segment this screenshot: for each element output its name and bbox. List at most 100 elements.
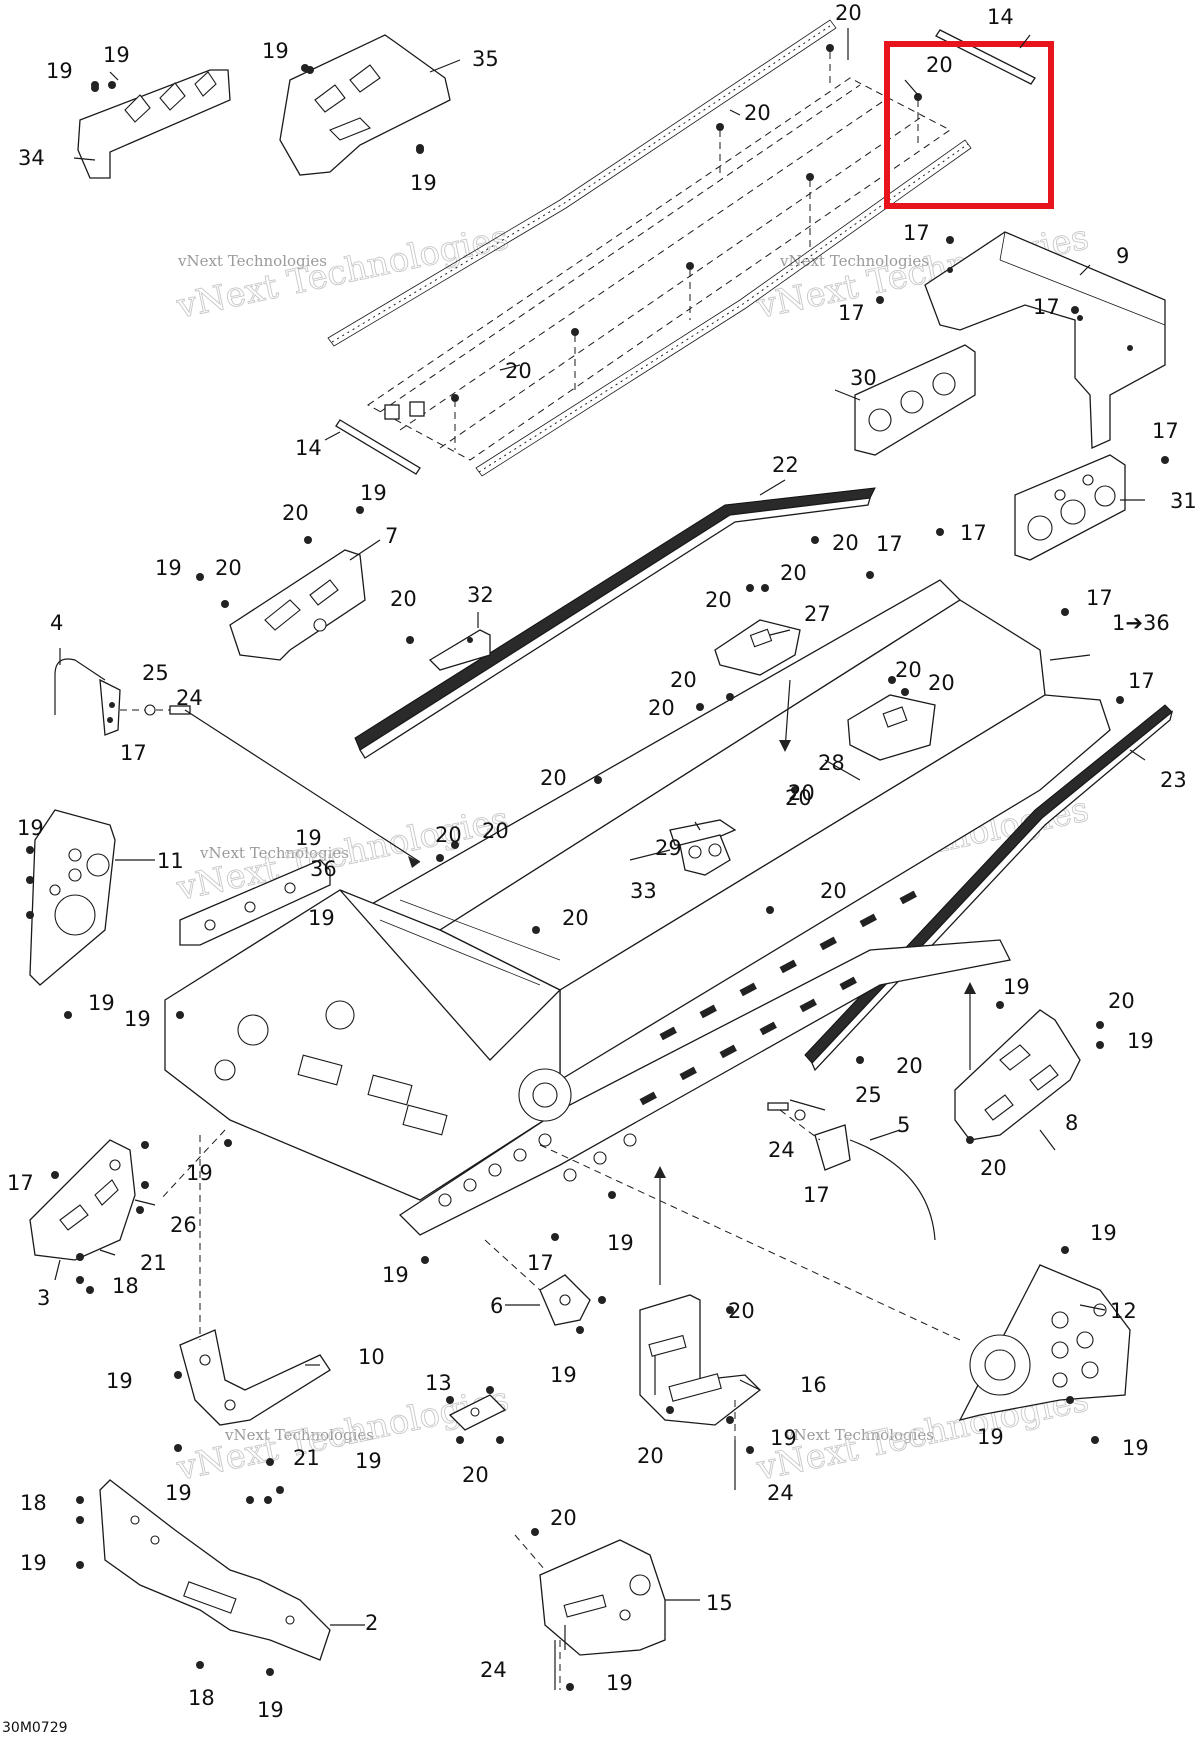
callout-label: 21 [140, 1251, 167, 1275]
callout-label: 19 [155, 556, 182, 580]
callout-label: 19 [606, 1671, 633, 1695]
slide-rail-23 [804, 704, 1174, 1072]
callout-label: 20 [505, 359, 532, 383]
grab-handle-5 [767, 1102, 936, 1241]
callout-label: 20 [926, 53, 953, 77]
callout-label: 14 [295, 436, 322, 460]
callout-label: 20 [705, 588, 732, 612]
callout-label: 19 [103, 43, 130, 67]
callout-label: 20 [482, 819, 509, 843]
bracket-34 [77, 69, 231, 179]
callout-label: 21 [293, 1446, 320, 1470]
callout-label: 19 [20, 1551, 47, 1575]
callout-label: 24 [768, 1138, 795, 1162]
callout-label: 30 [850, 366, 877, 390]
callout-label: 20 [820, 879, 847, 903]
callout-label: 26 [170, 1213, 197, 1237]
callout-label: 34 [18, 146, 45, 170]
callout-label: 19 [770, 1426, 797, 1450]
callout-label: 4 [50, 611, 63, 635]
callout-label: 20 [540, 766, 567, 790]
callout-label: 20 [895, 658, 922, 682]
callout-label: 31 [1170, 489, 1197, 513]
watermark-line: vNext Technologies [779, 252, 929, 270]
callout-label: 20 [215, 556, 242, 580]
callout-label: 20 [928, 671, 955, 695]
callout-label: 25 [142, 661, 169, 685]
main-chassis-tunnel [164, 579, 1111, 1236]
callout-label: 19 [295, 826, 322, 850]
callout-label: 17 [838, 301, 865, 325]
callout-label: 20 [670, 668, 697, 692]
callout-label: 17 [1033, 295, 1060, 319]
callout-label: 20 [648, 696, 675, 720]
callout-label: 20 [637, 1444, 664, 1468]
callout-label: 14 [987, 5, 1014, 29]
callout-label: 20 [835, 1, 862, 25]
leader-lines [54, 28, 1146, 1690]
callout-label: 19 [382, 1263, 409, 1287]
callout-label: 19 [410, 171, 437, 195]
grab-handle-4 [54, 658, 191, 736]
watermark-line: vNext Technologies [173, 217, 513, 327]
callout-label: 20 [728, 1299, 755, 1323]
callout-label: 5 [897, 1113, 910, 1137]
highlight-box [884, 41, 1054, 209]
callout-label: 19 [124, 1007, 151, 1031]
callout-label: 19 [1003, 975, 1030, 999]
callout-label: 2 [365, 1611, 378, 1635]
callout-label: 13 [425, 1371, 452, 1395]
callout-label: 19 [360, 481, 387, 505]
bracket-13 [448, 1394, 507, 1431]
side-plate-12 [958, 1264, 1131, 1421]
bracket-29-33 [669, 819, 737, 876]
watermark-line: vNext Technologies [784, 1426, 934, 1444]
bracket-10 [179, 1329, 331, 1426]
callout-label: 32 [467, 583, 494, 607]
callout-label: 17 [960, 521, 987, 545]
callout-label: 36 [310, 857, 337, 881]
callout-label: 20 [435, 823, 462, 847]
callout-label: 17 [876, 532, 903, 556]
callout-label: 20 [390, 587, 417, 611]
callout-label: 33 [630, 879, 657, 903]
part-callouts: 20 14 20 19 19 19 35 34 19 20 17 9 17 17… [7, 1, 1197, 1722]
callout-label: 19 [1127, 1029, 1154, 1053]
bracket-8 [954, 1009, 1081, 1141]
callout-label: 9 [1116, 244, 1129, 268]
callout-label: 19 [550, 1363, 577, 1387]
callout-label: 16 [800, 1373, 827, 1397]
callout-label: 35 [472, 47, 499, 71]
callout-label: 10 [358, 1345, 385, 1369]
watermark-line: vNext Technologies [224, 1426, 374, 1444]
callout-label: 24 [767, 1481, 794, 1505]
callout-label: 20 [780, 561, 807, 585]
callout-label: 20 [1108, 989, 1135, 1013]
callout-label: 17 [903, 221, 930, 245]
bracket-32 [428, 629, 491, 671]
callout-label: 19 [1090, 1221, 1117, 1245]
bracket-7 [229, 549, 366, 661]
callout-label: 19 [308, 906, 335, 930]
figure-code: 30M0729 [2, 1720, 68, 1736]
callout-label: 17 [1128, 669, 1155, 693]
watermark-top-left: vNext Technologies vNext Technologies [172, 217, 513, 327]
callout-label: 19 [106, 1369, 133, 1393]
callout-label: 18 [20, 1491, 47, 1515]
bracket-28 [847, 694, 936, 761]
callout-label: 6 [490, 1294, 503, 1318]
callout-label: 17 [803, 1183, 830, 1207]
callout-label: 19 [165, 1481, 192, 1505]
callout-label: 20 [896, 1054, 923, 1078]
callout-label: 19 [1122, 1436, 1149, 1460]
fasteners [26, 66, 1169, 1691]
callout-label: 17 [1086, 586, 1113, 610]
callout-label: 20 [462, 1463, 489, 1487]
callout-label: 19 [186, 1161, 213, 1185]
callout-label: 23 [1160, 768, 1187, 792]
bracket-16 [639, 1294, 761, 1426]
callout-label: 18 [188, 1686, 215, 1710]
bracket-9 [924, 231, 1166, 449]
